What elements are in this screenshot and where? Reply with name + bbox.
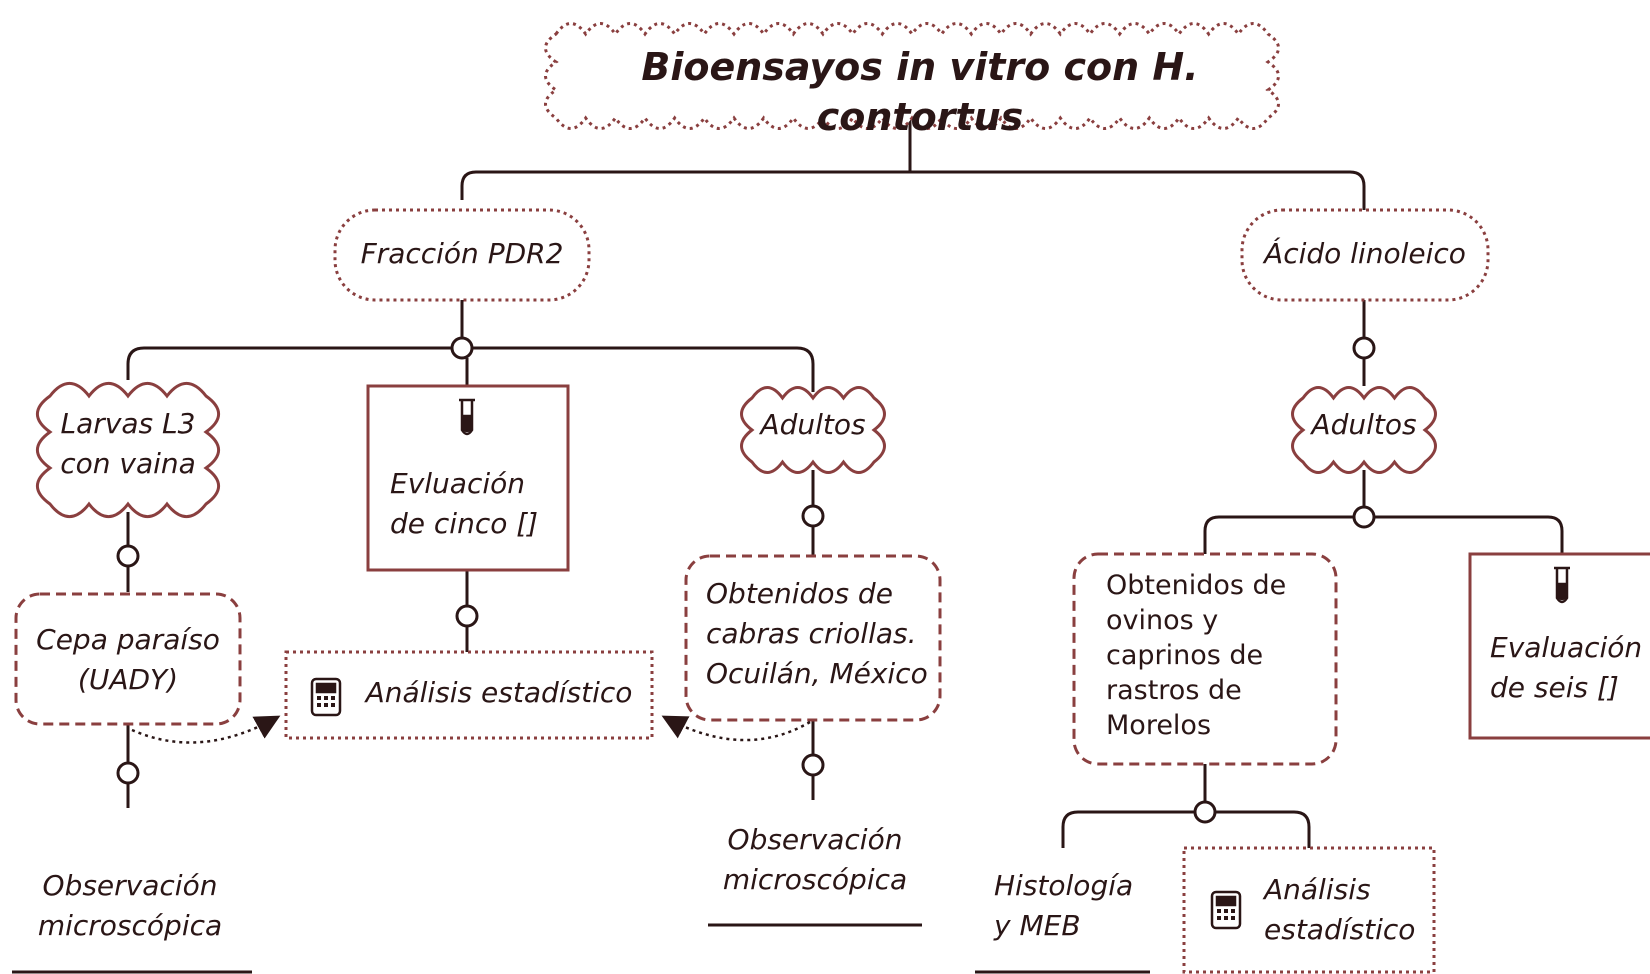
arrow-origin-to-analysis	[661, 715, 811, 742]
junction-right-adults	[1352, 505, 1376, 529]
pdr2-label: Fracción PDR2	[360, 237, 564, 270]
analysis-right-label: Análisis estadístico	[1264, 873, 1416, 946]
eval-label: Evluación de cinco []	[390, 467, 539, 540]
larvae-label: Larvas L3 con vaina	[60, 407, 196, 480]
junction-eval	[455, 604, 479, 628]
junction-dots	[116, 336, 1376, 824]
arrow-strain-to-analysis	[131, 715, 281, 744]
junction-right-origin	[1193, 800, 1217, 824]
adults-left-cloud-shape	[740, 386, 886, 474]
diagram-title: Bioensayos in vitro con H. contortus	[641, 45, 1199, 139]
edge-title-branches	[460, 170, 1366, 210]
junction-origin	[801, 753, 825, 777]
junction-larvae	[116, 544, 140, 568]
analysis-node-shape	[284, 650, 654, 740]
adults-right-label: Adultos	[1311, 408, 1417, 441]
edge-histology-analysis	[1061, 810, 1311, 848]
test-tube-icon	[459, 398, 475, 436]
junction-adults	[801, 504, 825, 528]
junction-pdr2	[450, 336, 474, 360]
title-cloud-shape	[544, 22, 1280, 130]
edge-right-adults-children	[1203, 515, 1564, 554]
eval-right-label: Evaluación de seis []	[1490, 631, 1643, 704]
junction-strain	[116, 761, 140, 785]
observation-left-label: Observación microscópica	[37, 869, 223, 942]
junction-linoleico	[1352, 336, 1376, 360]
larvae-cloud-shape	[35, 381, 221, 519]
strain-node-shape	[14, 592, 242, 726]
origin-left-node-shape	[684, 554, 942, 722]
observation-right-label: Observación microscópica	[722, 823, 908, 896]
strain-label: Cepa paraíso (UADY)	[36, 623, 220, 696]
origin-right-label: Obtenidos de ovinos y caprinos de rastro…	[1106, 570, 1287, 741]
origin-left-label: Obtenidos de cabras criollas. Ocuilán, M…	[706, 577, 928, 690]
calculator-icon	[310, 677, 342, 717]
calculator-icon	[1210, 890, 1242, 930]
adults-right-cloud-shape	[1291, 386, 1437, 474]
connector-lines	[12, 118, 1564, 974]
origin-right-node-shape	[1072, 552, 1338, 766]
pdr2-node-shape	[333, 208, 591, 302]
linoleico-label: Ácido linoleico	[1264, 237, 1466, 270]
test-tube-icon	[1554, 566, 1570, 604]
analysis-label: Análisis estadístico	[365, 676, 633, 709]
histology-label: Histología y MEB	[994, 869, 1134, 942]
adults-left-label: Adultos	[760, 408, 866, 441]
linoleico-node-shape	[1240, 208, 1490, 302]
